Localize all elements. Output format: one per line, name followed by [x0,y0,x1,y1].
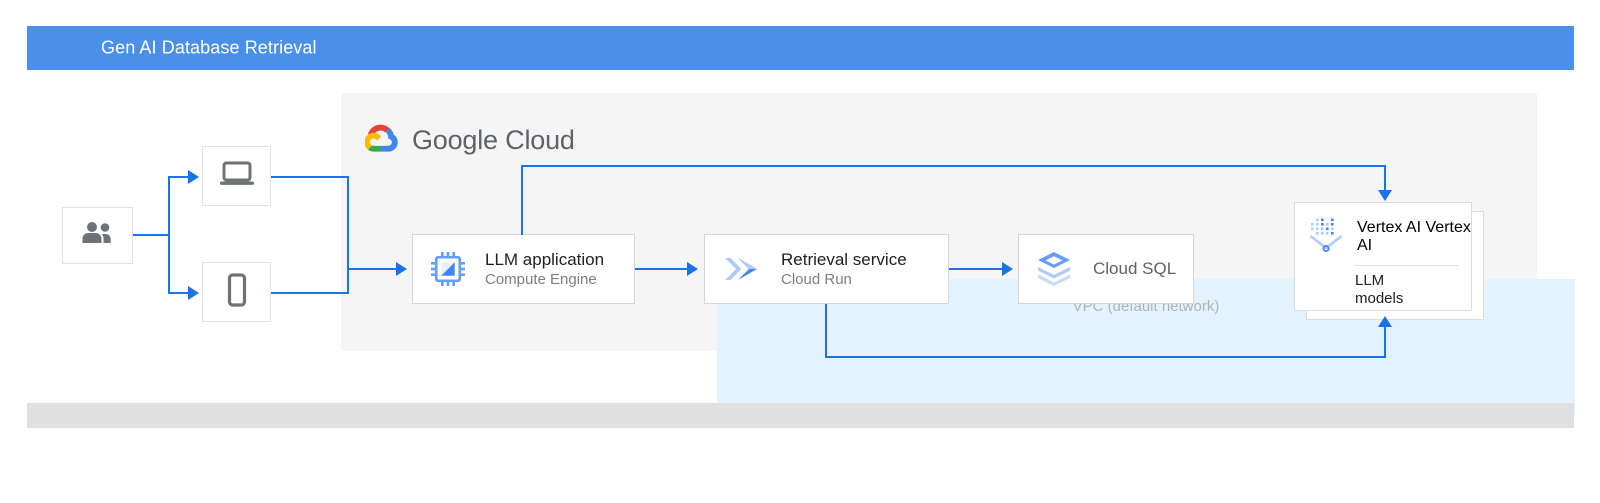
wire-up-to-vertex [1384,326,1386,357]
vertex-ai-divider [1355,265,1459,266]
node-title: Cloud SQL [1093,259,1177,279]
google-cloud-branding: Google Cloud [364,123,575,157]
node-retrieval-service-labels: Retrieval service Cloud Run [781,249,907,290]
wire-mobile-to-merge [271,292,349,294]
vertex-ai-body-line1: LLM [1355,272,1385,289]
vertex-ai-subtitle: Vertex AI [1357,218,1471,254]
users-box [62,207,133,264]
vertex-ai-body-line2: models [1355,290,1404,308]
node-vertex-ai[interactable]: Vertex AI Vertex AI LLM models [1294,202,1472,311]
footer-bar [27,403,1574,428]
node-title: Retrieval service [781,249,907,269]
cloud-run-icon [723,252,761,286]
node-subtitle: Compute Engine [485,270,597,288]
compute-engine-chip-icon [431,252,465,286]
vertex-ai-labels: Vertex AI Vertex AI [1357,219,1471,255]
wire-users-to-bus [133,234,170,236]
arrow-to-llm-application [396,262,407,276]
wire-laptop-to-merge [271,176,349,178]
arrow-to-cloud-sql [1002,262,1013,276]
node-subtitle: Cloud Run [781,270,852,288]
google-cloud-logo [364,123,399,157]
wire-top-route [521,165,1386,167]
wire-bottom-route [825,356,1386,358]
page-title: Gen AI Database Retrieval [101,37,317,58]
wire-bus-to-laptop [168,176,190,178]
mobile-box [202,262,271,322]
wire-client-bus [168,177,170,293]
node-cloud-sql[interactable]: Cloud SQL [1018,234,1194,304]
people-icon [81,221,115,250]
vertex-ai-header: Vertex AI Vertex AI [1295,203,1471,259]
wire-merge-to-llm [347,268,398,270]
vertex-ai-icon [1307,214,1345,259]
vertex-ai-title: Vertex AI [1357,218,1422,236]
node-cloud-sql-labels: Cloud SQL [1093,258,1176,279]
arrow-to-vertex-ai [1378,190,1392,201]
vertex-ai-body: LLM models [1295,266,1471,309]
wire-merge-bus [347,176,349,294]
arrow-to-retrieval-service [687,262,698,276]
arrow-to-mobile [188,286,199,300]
arrow-from-retrieval-to-vertex-ai [1378,316,1392,327]
wire-retrieval-down [825,304,827,358]
header-bar: Gen AI Database Retrieval [27,26,1574,70]
mobile-phone-icon [225,272,249,312]
node-title: LLM application [485,249,605,269]
wire-down-to-vertex [1384,165,1386,193]
cloud-sql-stack-icon [1037,251,1071,287]
wire-retrieval-to-sql [949,268,1004,270]
node-llm-application-labels: LLM application Compute Engine [485,249,604,290]
google-cloud-wordmark: Google Cloud [412,124,575,155]
node-llm-application[interactable]: LLM application Compute Engine [412,234,635,304]
laptop-icon [218,160,256,193]
node-retrieval-service[interactable]: Retrieval service Cloud Run [704,234,949,304]
arrow-to-laptop [188,170,199,184]
wire-llm-to-retrieval [635,268,688,270]
laptop-box [202,146,271,206]
wire-llm-up [521,166,523,235]
wire-bus-to-mobile [168,292,190,294]
